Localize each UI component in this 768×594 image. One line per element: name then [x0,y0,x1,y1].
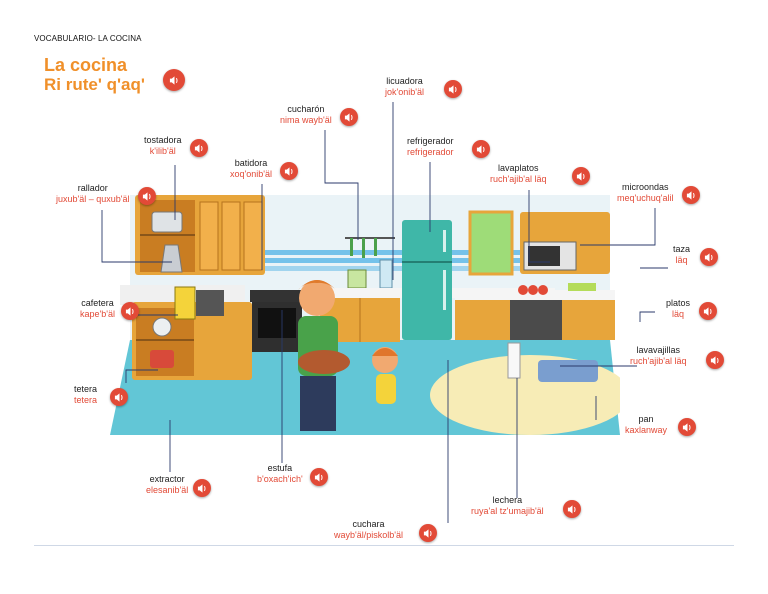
title-speaker-icon[interactable] [163,69,185,91]
title-spanish: La cocina [44,55,128,75]
speaker-icon[interactable] [678,418,696,436]
speaker-icon[interactable] [444,80,462,98]
label-tetera-es: tetera [74,384,98,394]
speaker-icon[interactable] [563,500,581,518]
speaker-icon[interactable] [682,186,700,204]
speaker-icon[interactable] [419,524,437,542]
speaker-icon[interactable] [340,108,358,126]
label-microondas-kq: meq'uchuq'alil [617,193,674,203]
label-pan-es: pan [638,414,654,424]
label-lechera: lechera ruya'al tz'umajib'äl [471,495,544,517]
speaker-icon[interactable] [310,468,328,486]
label-taza-es: taza [673,244,691,254]
label-platos-es: platos [666,298,691,308]
label-microondas-es: microondas [621,182,669,192]
label-lechera-kq: ruya'al tz'umajib'äl [471,506,544,516]
label-taza-kq: läq [675,255,688,265]
label-cafetera-es: cafetera [81,298,114,308]
speaker-icon[interactable] [138,187,156,205]
page-title: La cocina Ri rute' q'aq' [44,55,145,95]
label-extractor-es: extractor [149,474,185,484]
label-microondas: microondas meq'uchuq'alil [617,182,673,204]
bottom-divider [34,545,734,546]
speaker-icon[interactable] [700,248,718,266]
label-extractor-kq: elesanib'äl [146,485,189,495]
speaker-icon[interactable] [280,162,298,180]
label-platos-kq: läq [672,309,685,319]
title-kaqchikel: Ri rute' q'aq' [44,75,145,94]
label-pan-kq: kaxlanway [625,425,668,435]
label-licuadora-es: licuadora [386,76,423,86]
label-extractor: extractor elesanib'äl [146,474,188,496]
label-licuadora: licuadora jok'onib'äl [385,76,424,98]
label-cucharon: cucharón nima wayb'äl [280,104,332,126]
kitchen-illustration [110,190,630,435]
label-cuchara-es: cuchara [352,519,385,529]
label-pan: pan kaxlanway [625,414,667,436]
label-cafetera: cafetera kape'b'äl [80,298,115,320]
speaker-icon[interactable] [472,140,490,158]
label-lavavajillas: lavavajillas ruch'ajib'al läq [630,345,686,367]
speaker-icon[interactable] [699,302,717,320]
speaker-icon[interactable] [121,302,139,320]
label-licuadora-kq: jok'onib'äl [385,87,424,97]
speaker-icon[interactable] [572,167,590,185]
label-batidora-kq: xoq'onib'äl [230,169,272,179]
label-platos: platos läq [666,298,690,320]
label-rallador-es: rallador [77,183,108,193]
label-lechera-es: lechera [492,495,523,505]
label-cafetera-kq: kape'b'äl [80,309,115,319]
speaker-icon[interactable] [190,139,208,157]
speaker-icon[interactable] [110,388,128,406]
label-lavaplatos: lavaplatos ruch'ajib'al läq [490,163,546,185]
label-rallador-kq: juxub'äl – quxub'äl [56,194,130,204]
label-tetera: tetera tetera [74,384,97,406]
label-estufa-kq: b'oxach'ich' [257,474,303,484]
label-cuchara: cuchara wayb'äl/piskolb'äl [334,519,403,541]
label-tostadora-es: tostadora [144,135,182,145]
label-estufa-es: estufa [267,463,293,473]
label-lavaplatos-es: lavaplatos [497,163,539,173]
label-batidora: batidora xoq'onib'äl [230,158,272,180]
label-refrigerador: refrigerador refrigerador [407,136,454,158]
label-cucharon-kq: nima wayb'äl [280,115,332,125]
speaker-icon[interactable] [193,479,211,497]
label-estufa: estufa b'oxach'ich' [257,463,303,485]
label-rallador: rallador juxub'äl – quxub'äl [56,183,130,205]
label-tetera-kq: tetera [74,395,98,405]
label-lavavajillas-kq: ruch'ajib'al läq [630,356,687,366]
label-lavavajillas-es: lavavajillas [636,345,680,355]
label-lavaplatos-kq: ruch'ajib'al läq [490,174,547,184]
label-refrigerador-kq: refrigerador [407,147,454,157]
label-tostadora-kq: k'ilib'äl [149,146,176,156]
label-batidora-es: batidora [234,158,268,168]
label-cuchara-kq: wayb'äl/piskolb'äl [334,530,403,540]
label-refrigerador-es: refrigerador [407,136,454,146]
label-cucharon-es: cucharón [287,104,325,114]
page-header: VOCABULARIO- LA COCINA [34,34,142,43]
label-tostadora: tostadora k'ilib'äl [144,135,182,157]
label-taza: taza läq [673,244,690,266]
speaker-icon[interactable] [706,351,724,369]
